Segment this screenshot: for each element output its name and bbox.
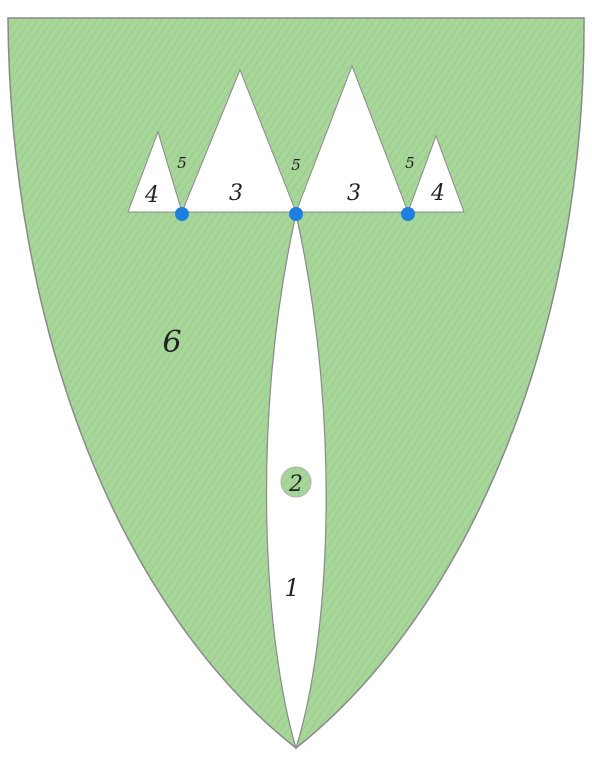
label-region-1: 1: [284, 574, 299, 602]
label-region-3-right: 3: [347, 181, 361, 206]
point-right: [401, 207, 415, 221]
label-region-5-center: 5: [291, 156, 301, 174]
label-region-5-left: 5: [177, 154, 187, 172]
label-region-3-left: 3: [229, 181, 243, 206]
label-region-4-right: 4: [430, 181, 445, 206]
label-region-6: 6: [162, 325, 181, 360]
label-region-5-right: 5: [405, 154, 415, 172]
point-left: [175, 207, 189, 221]
point-center: [289, 207, 303, 221]
label-region-4-left: 4: [144, 183, 159, 208]
label-region-2: 2: [288, 472, 303, 497]
